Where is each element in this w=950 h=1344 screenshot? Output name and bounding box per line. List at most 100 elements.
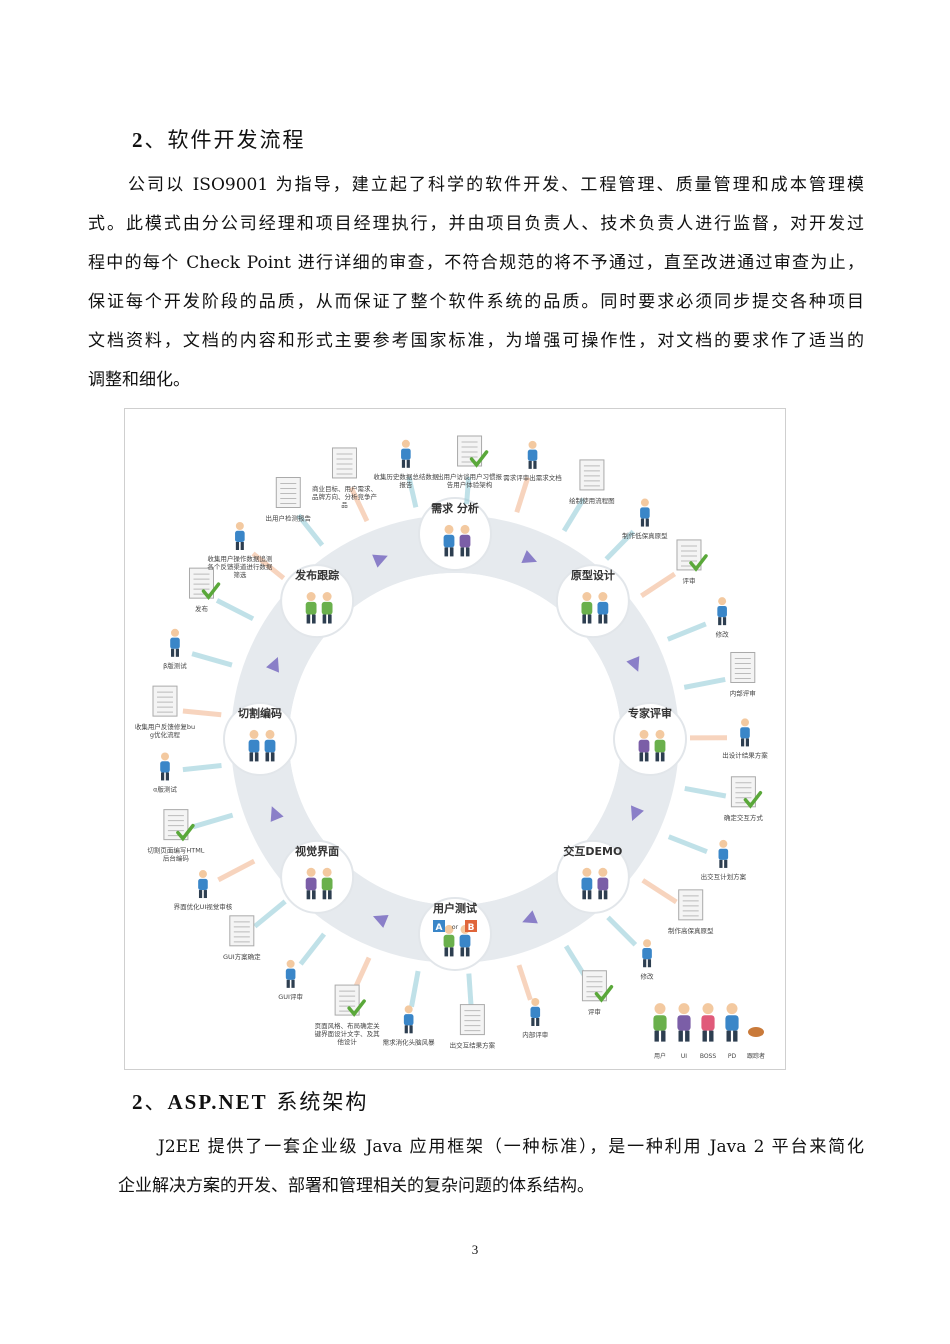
person-head: [170, 628, 179, 637]
step-person-icon: [235, 521, 245, 550]
person-head: [718, 597, 727, 606]
step-doc-icon: [730, 651, 756, 683]
person-body: [527, 449, 538, 461]
person-head: [741, 718, 749, 727]
doc-page: [152, 685, 178, 717]
process-cycle-svg: 需求 分析原型设计专家评审交互DEMO用户测试视觉界面切割编码发布跟踪商业目标、…: [135, 435, 768, 1060]
person-head: [444, 524, 454, 534]
legend-person: [653, 1003, 667, 1042]
person-body: [653, 1015, 667, 1031]
stage-person: [638, 729, 650, 762]
step-doc-icon: [152, 685, 178, 717]
person-leg: [254, 752, 259, 762]
step-person-icon: [640, 498, 650, 527]
step-person-icon: [403, 1005, 414, 1034]
person-body: [443, 934, 455, 948]
step-label: α版测试: [153, 785, 177, 794]
person-head: [404, 1005, 413, 1014]
person-leg: [328, 890, 332, 900]
person-head: [654, 1003, 666, 1015]
stage-node: [613, 702, 687, 776]
stage-node: [223, 702, 297, 776]
person-head: [286, 959, 295, 968]
person-body: [638, 739, 650, 753]
person-leg: [685, 1030, 690, 1042]
paragraph-line: 企业解决方案的开发、部署和管理相关的复杂问题的体系结构。: [118, 1176, 594, 1196]
spoke-arrow: [406, 476, 419, 508]
person-body: [642, 948, 652, 960]
step-person-icon: [285, 959, 296, 988]
stage-node: [280, 564, 355, 639]
step-doc-icon: [331, 447, 357, 479]
person-body: [198, 878, 208, 891]
person-head: [719, 839, 728, 848]
cycle-arrow: [372, 914, 389, 928]
step-label: 页面风格、布局确定关: [315, 1021, 381, 1030]
stage-label: 需求 分析: [431, 501, 479, 515]
person-head: [322, 867, 332, 877]
person-leg: [460, 547, 465, 557]
paragraph-line: 公司以 ISO9001 为指导，建立起了科学的软件开发、工程管理、质量管理和成本…: [128, 175, 864, 195]
step-label: 制作高保真原型: [668, 926, 714, 935]
person-leg: [640, 518, 645, 527]
doc-page: [678, 889, 704, 921]
person-body: [459, 534, 471, 548]
person-leg: [406, 459, 410, 468]
person-leg: [645, 518, 649, 527]
step-label: 需求消化头脑风暴: [383, 1038, 436, 1047]
check-icon: [201, 582, 221, 600]
stage-person: [597, 592, 609, 624]
person-body: [321, 601, 333, 615]
option-a-label: A: [436, 923, 443, 933]
person-body: [264, 739, 276, 753]
spoke-arrow: [217, 858, 256, 883]
person-leg: [598, 614, 602, 624]
person-leg: [249, 752, 254, 762]
person-head: [306, 592, 316, 602]
check-icon: [347, 999, 366, 1017]
stage-node: [280, 839, 355, 914]
cycle-arrow: [630, 805, 644, 822]
stage-person: [581, 867, 593, 900]
step-label: 收集历史数据总结数据: [373, 472, 439, 481]
step-person-icon: [170, 628, 180, 657]
person-leg: [265, 752, 270, 762]
person-leg: [582, 890, 586, 900]
spoke-arrow: [296, 513, 325, 547]
spoke-arrow: [192, 812, 234, 830]
person-head: [726, 1003, 738, 1015]
person-leg: [240, 541, 244, 550]
person-body: [459, 934, 471, 948]
step-label: 各个反馈渠道进行数据: [207, 562, 273, 571]
heading-text: 系统架构: [267, 1090, 369, 1114]
paragraph-line: 程中的每个 Check Point 进行详细的审查，不符合规范的将不予通过，直至…: [88, 253, 864, 273]
check-icon: [594, 985, 614, 1003]
person-head: [444, 924, 454, 934]
person-head: [401, 439, 410, 448]
page-number: 3: [471, 1242, 479, 1257]
cycle-arrow: [270, 806, 284, 822]
person-body: [530, 1006, 541, 1018]
step-label: 评审: [682, 576, 695, 585]
person-leg: [449, 547, 454, 557]
section-heading-dev-process: 2、软件开发流程: [132, 124, 306, 154]
person-leg: [286, 979, 290, 988]
step-label: 确定交互方式: [724, 813, 764, 822]
paragraph-line: 文档资料，文档的内容和形式主要参考国家标准，为增强可操作性，对文档的要求作了适当…: [88, 331, 864, 351]
cycle-arrow: [521, 550, 538, 564]
step-label: GUI方案确定: [223, 952, 261, 961]
person-head: [582, 867, 592, 877]
heading-sep: 、: [144, 1090, 168, 1114]
step-label: 出交互计划方案: [701, 872, 747, 881]
person-leg: [235, 541, 240, 550]
spoke-arrow: [466, 973, 474, 1010]
step-label: 报告: [399, 480, 413, 489]
person-leg: [322, 614, 327, 624]
person-leg: [722, 617, 727, 626]
person-head: [643, 939, 652, 948]
person-leg: [306, 614, 311, 624]
spoke-arrow: [464, 476, 472, 505]
heading-number: 2: [132, 128, 145, 152]
person-head: [265, 729, 275, 739]
